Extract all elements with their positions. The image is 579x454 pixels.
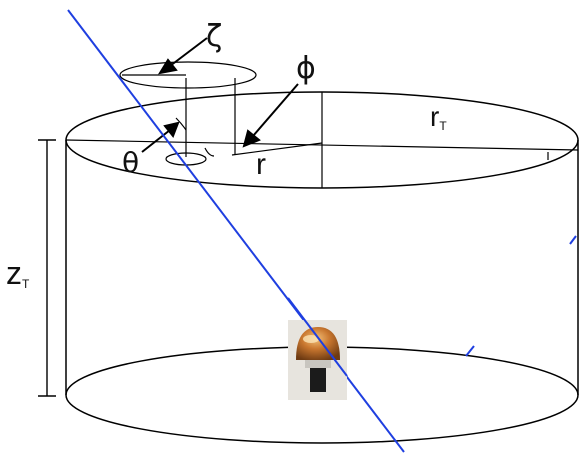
zeta-arrow-line (169, 37, 208, 67)
muon-track (67, 9, 577, 453)
top-geometry (65, 61, 579, 188)
zeta-orbit-ellipse (119, 61, 257, 89)
muon-track-line (67, 9, 405, 453)
r-t-sub: T (439, 119, 447, 133)
annotation-arrows (141, 37, 299, 153)
r-t-label: rT (430, 101, 447, 133)
height-dimension (38, 139, 56, 397)
track-tick-right (569, 235, 577, 245)
z-t-base: z (6, 255, 22, 291)
z-t-label: zT (6, 255, 30, 291)
theta-arrow-line (141, 129, 171, 153)
phi-arrow-line (252, 83, 299, 137)
r-label: r (256, 148, 266, 181)
photomultiplier-icon (287, 297, 348, 400)
phi-arc (204, 147, 215, 157)
muon-track-overlay (287, 297, 348, 377)
pmt-base (310, 368, 326, 392)
theta-arc (175, 117, 187, 131)
z-t-sub: T (22, 277, 30, 291)
zeta-arrowhead (157, 58, 178, 75)
pmt-collar (305, 360, 331, 368)
r-line (231, 142, 323, 156)
phi-label: ϕ (296, 51, 316, 86)
track-tick-lower (465, 345, 475, 357)
theta-label: θ (122, 146, 139, 179)
zeta-label: ζ (206, 19, 222, 54)
theta-arrowhead (163, 121, 180, 138)
r-t-base: r (430, 101, 439, 132)
phi-arrowhead (242, 129, 261, 148)
pmt-dome-highlight (303, 335, 319, 343)
